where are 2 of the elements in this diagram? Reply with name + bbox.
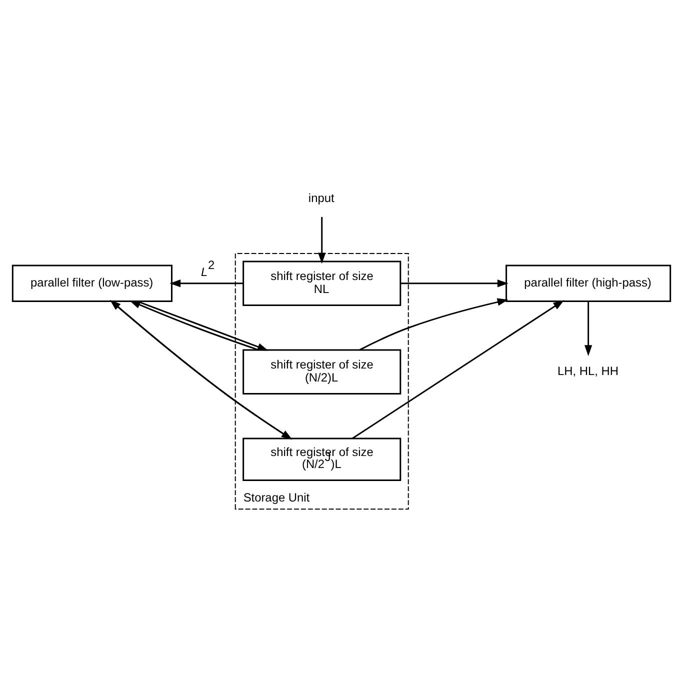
node-text: LH, HL, HH bbox=[557, 364, 618, 378]
node-text: input bbox=[308, 190, 334, 205]
